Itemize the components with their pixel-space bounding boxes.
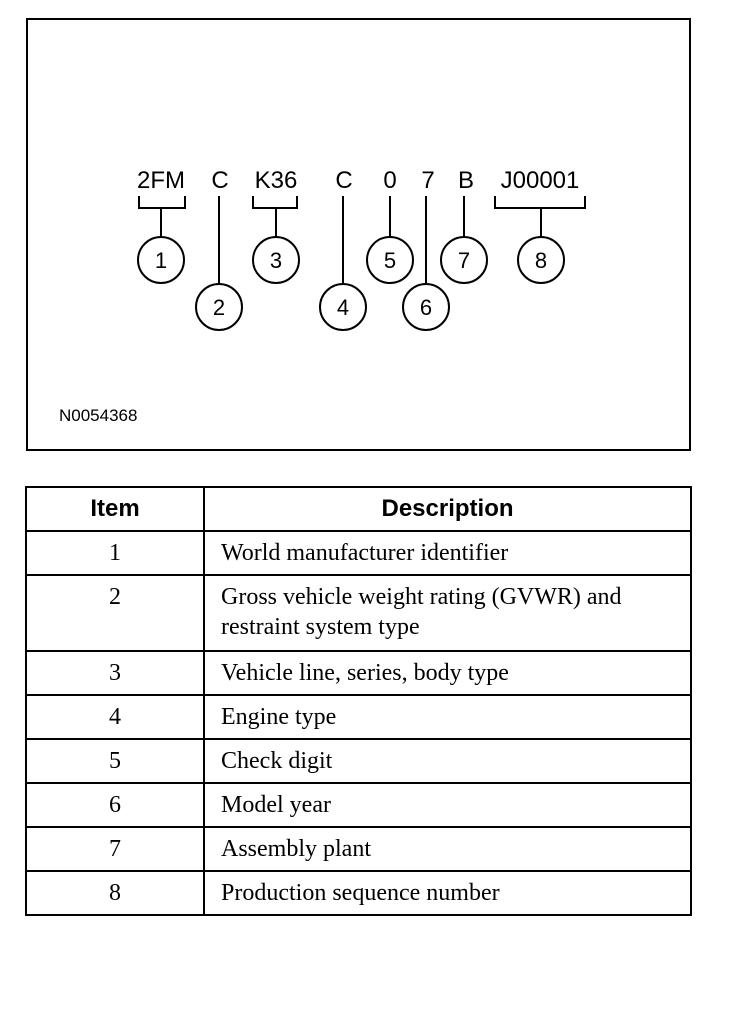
callout-circle-8 — [517, 236, 565, 284]
item-column-header: Item — [25, 486, 205, 532]
description-cell: Assembly plant — [203, 826, 692, 872]
callout-number-6: 6 — [420, 295, 432, 320]
callout-circle-4 — [319, 283, 367, 331]
vin-segment-engine-type: C — [335, 167, 352, 194]
description-cell: Vehicle line, series, body type — [203, 650, 692, 696]
bracket-8 — [494, 196, 586, 237]
table-header-row: Item Description — [25, 486, 692, 532]
vin-segment-wmi: 2FM — [137, 167, 185, 194]
item-number-cell: 6 — [25, 782, 205, 828]
bracket-3 — [252, 196, 298, 237]
callout-number-2: 2 — [213, 295, 225, 320]
vin-segment-gvwr-restraint: C — [211, 167, 228, 194]
callout-circle-6 — [402, 283, 450, 331]
description-cell: Gross vehicle weight rating (GVWR) and r… — [203, 574, 692, 652]
item-number-cell: 7 — [25, 826, 205, 872]
vin-segment-sequence-number: J00001 — [501, 167, 580, 194]
description-column-header: Description — [203, 486, 692, 532]
vin-segment-vehicle-line: K36 — [255, 167, 298, 194]
callout-number-4: 4 — [337, 295, 349, 320]
item-number-cell: 8 — [25, 870, 205, 916]
item-number-cell: 5 — [25, 738, 205, 784]
callout-circle-5 — [366, 236, 414, 284]
item-number-cell: 2 — [25, 574, 205, 652]
description-cell: Engine type — [203, 694, 692, 740]
item-number-cell: 4 — [25, 694, 205, 740]
bracket-1 — [138, 196, 186, 237]
vin-segment-assembly-plant: B — [458, 167, 474, 194]
callout-circle-7 — [440, 236, 488, 284]
callout-number-3: 3 — [270, 248, 282, 273]
description-cell: Check digit — [203, 738, 692, 784]
vin-segment-check-digit: 0 — [383, 167, 396, 194]
callout-circle-2 — [195, 283, 243, 331]
callout-number-1: 1 — [155, 248, 167, 273]
description-cell: Model year — [203, 782, 692, 828]
callout-number-8: 8 — [535, 248, 547, 273]
item-number-cell: 3 — [25, 650, 205, 696]
callout-number-5: 5 — [384, 248, 396, 273]
figure-id-label: N0054368 — [59, 406, 137, 425]
callout-circle-3 — [252, 236, 300, 284]
item-number-cell: 1 — [25, 530, 205, 576]
vin-segment-model-year: 7 — [421, 167, 434, 194]
description-cell: World manufacturer identifier — [203, 530, 692, 576]
callout-circle-1 — [137, 236, 185, 284]
description-cell: Production sequence number — [203, 870, 692, 916]
callout-number-7: 7 — [458, 248, 470, 273]
